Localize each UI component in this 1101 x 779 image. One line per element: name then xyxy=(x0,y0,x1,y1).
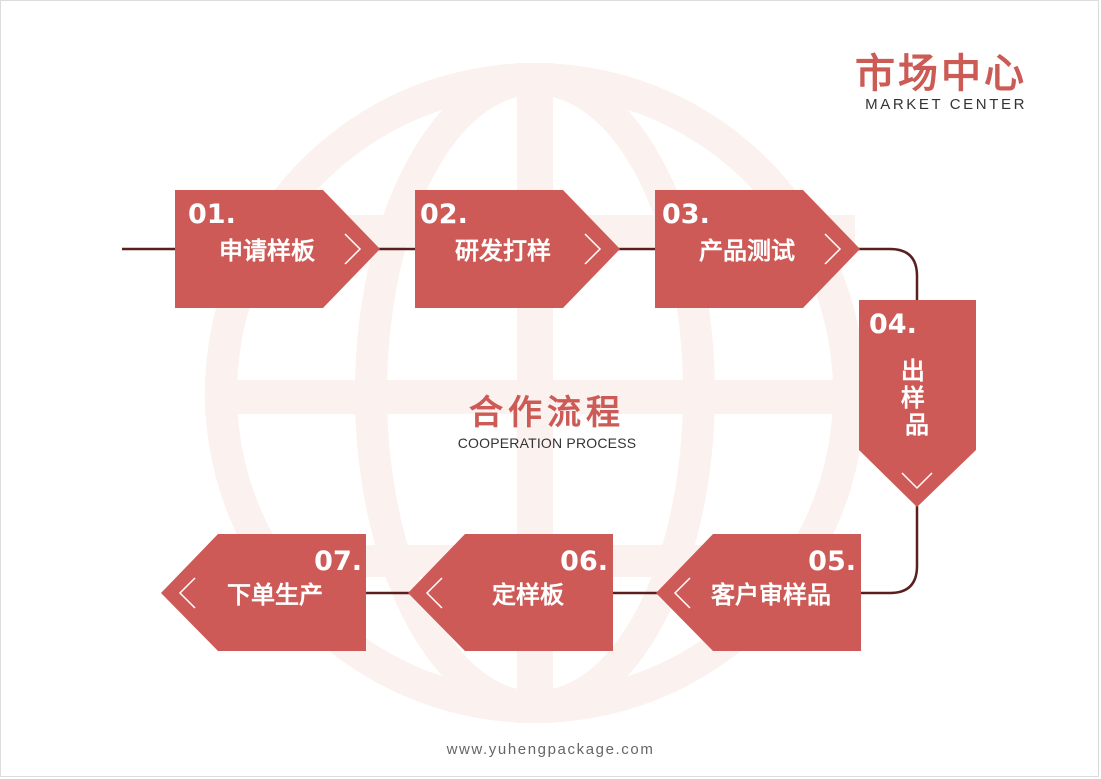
brand-block: 市场中心 MARKET CENTER xyxy=(855,50,1027,114)
step-03-arrow-shape xyxy=(655,190,860,308)
step-06-number: 06. xyxy=(560,546,608,577)
step-03-number: 03. xyxy=(662,199,710,230)
chevron-down-icon xyxy=(901,472,933,490)
step-07-arrow-shape xyxy=(161,534,366,651)
step-05-arrow-shape xyxy=(656,534,861,651)
chevron-right-icon xyxy=(344,233,362,265)
step-04-number: 04. xyxy=(869,309,917,340)
chevron-right-icon xyxy=(824,233,842,265)
step-03: 03. 产品测试 xyxy=(655,190,860,308)
step-02: 02. 研发打样 xyxy=(415,190,620,308)
step-05-number: 05. xyxy=(808,546,856,577)
step-04: 04. 出 样 品 xyxy=(859,300,976,507)
step-01-arrow-shape xyxy=(175,190,380,308)
step-05: 05. 客户审样品 xyxy=(656,534,861,651)
chevron-left-icon xyxy=(425,577,443,609)
step-07: 07. 下单生产 xyxy=(161,534,366,651)
step-06-arrow-shape xyxy=(408,534,613,651)
step-02-number: 02. xyxy=(420,199,468,230)
step-01: 01. 申请样板 xyxy=(175,190,380,308)
chevron-left-icon xyxy=(178,577,196,609)
process-title: 合作流程 xyxy=(469,393,625,433)
chevron-right-icon xyxy=(584,233,602,265)
step-02-arrow-shape xyxy=(415,190,620,308)
step-03-label: 产品测试 xyxy=(699,237,795,265)
step-07-label: 下单生产 xyxy=(227,581,323,609)
step-06-label: 定样板 xyxy=(492,581,565,609)
step-05-label: 客户审样品 xyxy=(711,581,831,609)
process-subtitle: COOPERATION PROCESS xyxy=(457,435,637,451)
process-title-block: 合作流程 COOPERATION PROCESS xyxy=(447,392,647,452)
step-07-number: 07. xyxy=(314,546,362,577)
step-02-label: 研发打样 xyxy=(455,237,551,265)
brand-title: 市场中心 xyxy=(855,51,1027,97)
step-04-arrow-shape xyxy=(859,300,976,507)
step-06: 06. 定样板 xyxy=(408,534,613,651)
step-01-label: 申请样板 xyxy=(219,237,316,265)
step-01-number: 01. xyxy=(188,199,236,230)
step-04-label: 出 样 品 xyxy=(901,357,933,439)
brand-subtitle: MARKET CENTER xyxy=(865,96,1027,113)
footer-website: www.yuhengpackage.com xyxy=(446,741,655,758)
chevron-left-icon xyxy=(673,577,691,609)
